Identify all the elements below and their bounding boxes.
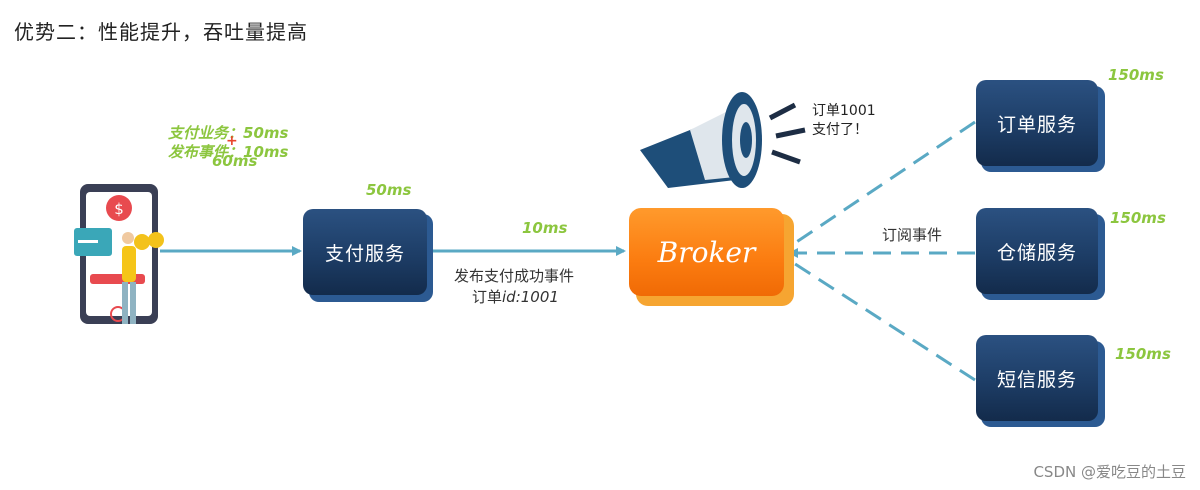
publish-time: 10ms (522, 219, 568, 237)
pay-business-time: 支付业务：50ms (168, 124, 289, 142)
pay-service-time: 50ms (366, 181, 412, 199)
publish-event-label: 发布支付成功事件 (454, 267, 575, 285)
subscribe-event-label: 订阅事件 (882, 226, 943, 244)
sms-subscribe-line (791, 260, 976, 382)
sms-service-time: 150ms (1115, 345, 1171, 363)
plus-sign: + (226, 133, 238, 149)
order-id-label: 订单id:1001 (472, 286, 559, 307)
order-service-box: 订单服务 (976, 80, 1098, 166)
broker-box: Broker (629, 208, 784, 296)
order-subscribe-line (791, 120, 976, 247)
order-service-time: 150ms (1108, 66, 1164, 84)
svg-text:$: $ (114, 200, 124, 218)
pay-service-box: 支付服务 (303, 209, 427, 295)
watermark: CSDN @爱吃豆的土豆 (1033, 463, 1186, 481)
page-title: 优势二：性能提升，吞吐量提高 (14, 20, 308, 44)
sms-service-box: 短信服务 (976, 335, 1098, 421)
order-id-value: id:1001 (502, 288, 559, 306)
storage-service-box: 仓储服务 (976, 208, 1098, 294)
storage-service-time: 150ms (1110, 209, 1166, 227)
publish-event-time: 发布事件：10ms (168, 143, 289, 161)
announcement-line1: 订单1001 (812, 103, 876, 119)
announcement-line2: 支付了！ (812, 122, 868, 138)
total-time: 60ms (212, 152, 258, 170)
order-id-prefix: 订单 (472, 288, 503, 306)
